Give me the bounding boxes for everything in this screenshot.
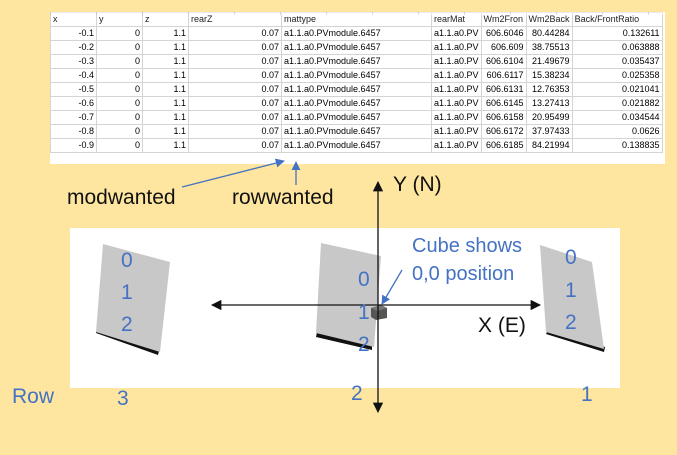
table-cell: 606.6185 bbox=[480, 138, 527, 153]
table-cell: 84.21994 bbox=[525, 138, 573, 153]
cube-note-line1: Cube shows bbox=[412, 235, 523, 257]
center-module-2: 2 bbox=[358, 333, 370, 356]
modwanted-arrow bbox=[181, 158, 285, 188]
center-module-0: 0 bbox=[358, 268, 370, 291]
cube-note-arrow bbox=[381, 269, 403, 305]
row-number-left: 3 bbox=[117, 387, 129, 410]
cube-note-line2: 0,0 position bbox=[412, 263, 515, 285]
right-module-2: 2 bbox=[565, 311, 577, 334]
table-cell: 0 bbox=[96, 138, 143, 153]
row-number-center: 2 bbox=[351, 382, 363, 405]
row-number-right: 1 bbox=[581, 383, 593, 406]
rowwanted-label: rowwanted bbox=[232, 186, 334, 209]
right-module-0: 0 bbox=[565, 246, 577, 269]
y-axis-label: Y (N) bbox=[393, 173, 442, 196]
pv-panel-right bbox=[540, 245, 605, 352]
pv-panel-left bbox=[96, 244, 170, 355]
pv-panel-center bbox=[316, 243, 381, 350]
left-module-2: 2 bbox=[121, 313, 133, 336]
table-cell: -0.9 bbox=[50, 138, 97, 153]
left-module-1: 1 bbox=[121, 281, 133, 304]
table-cell: 0.07 bbox=[188, 138, 282, 153]
spreadsheet-top-edge bbox=[50, 12, 665, 15]
table-cell: 0.138835 bbox=[571, 138, 663, 153]
table-cell: a1.1.a0.PVmodule.6457 bbox=[281, 138, 432, 153]
right-module-1: 1 bbox=[565, 279, 577, 302]
row-label: Row bbox=[12, 385, 55, 408]
table-cell: 15.38234 bbox=[525, 68, 573, 83]
left-module-0: 0 bbox=[121, 249, 133, 272]
modwanted-label: modwanted bbox=[67, 186, 176, 209]
table-cell: a1.1.a0.PV bbox=[431, 138, 482, 153]
x-axis-label: X (E) bbox=[478, 314, 526, 337]
center-module-1: 1 bbox=[358, 301, 370, 324]
